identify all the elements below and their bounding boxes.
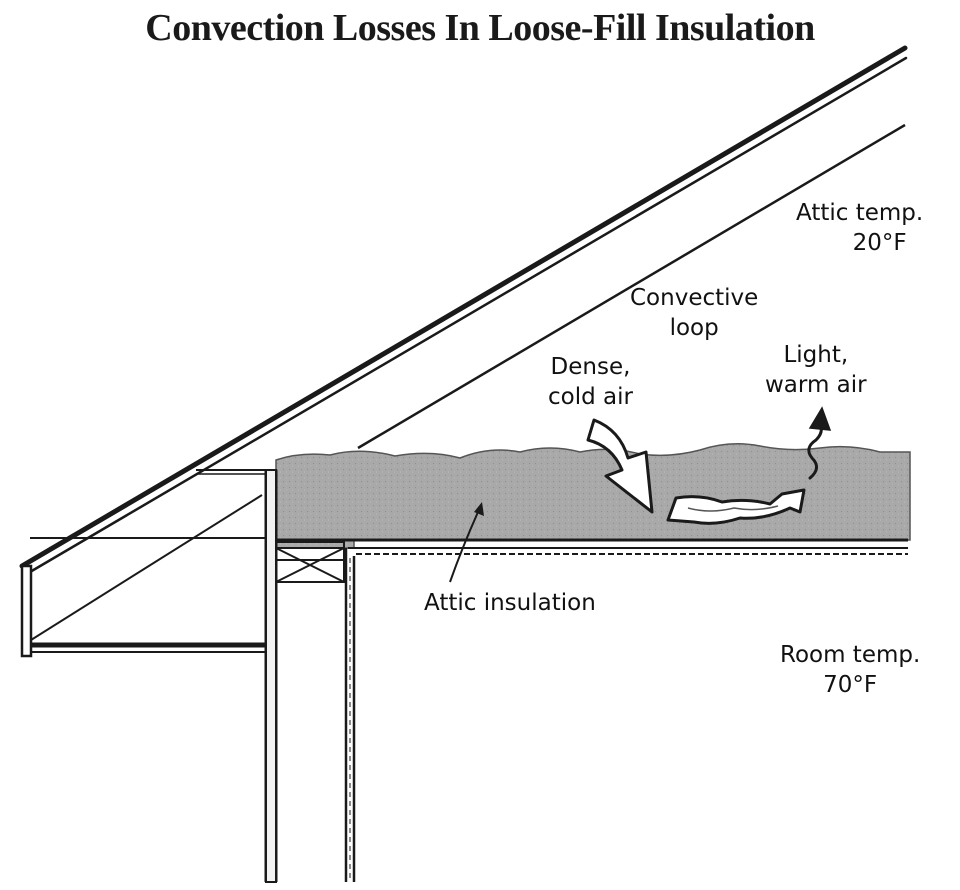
warm-air-arrow — [807, 406, 832, 480]
fascia-board — [20, 564, 33, 658]
loop-text: loop — [669, 315, 719, 341]
light-text: Light, — [783, 342, 849, 368]
dense-cold-air-label: Dense, cold air — [548, 352, 633, 412]
wall-top-plate — [275, 541, 345, 583]
soffit-framing — [30, 469, 272, 653]
ceiling-joist — [276, 538, 908, 555]
attic-insulation-label: Attic insulation — [424, 590, 596, 616]
cold-air-text: cold air — [548, 384, 633, 410]
convective-loop-label: Convective loop — [630, 283, 758, 343]
exterior-wall — [264, 469, 278, 883]
insulation-pointer — [449, 511, 479, 583]
convective-loop-inner — [687, 505, 779, 512]
cold-air-arrow — [586, 418, 654, 514]
attic-temp-label: Attic temp. 20°F — [796, 198, 923, 258]
warm-air-text: warm air — [765, 372, 867, 398]
insulation-layer — [275, 443, 911, 549]
roof-rafter — [19, 45, 908, 574]
light-warm-air-label: Light, warm air — [765, 340, 867, 400]
convective-text: Convective — [630, 285, 759, 311]
interior-wall — [344, 548, 356, 882]
attic-temp-value: 20°F — [852, 230, 907, 256]
room-temp-text: Room temp. — [780, 642, 921, 668]
dense-text: Dense, — [550, 354, 631, 380]
roof-inner-line — [357, 123, 906, 450]
convective-loop-arrow — [666, 488, 806, 525]
room-temp-value: 70°F — [823, 672, 878, 698]
attic-temp-text: Attic temp. — [796, 200, 924, 226]
room-temp-label: Room temp. 70°F — [780, 640, 920, 700]
diagram-title: Convection Losses In Loose-Fill Insulati… — [145, 7, 815, 49]
